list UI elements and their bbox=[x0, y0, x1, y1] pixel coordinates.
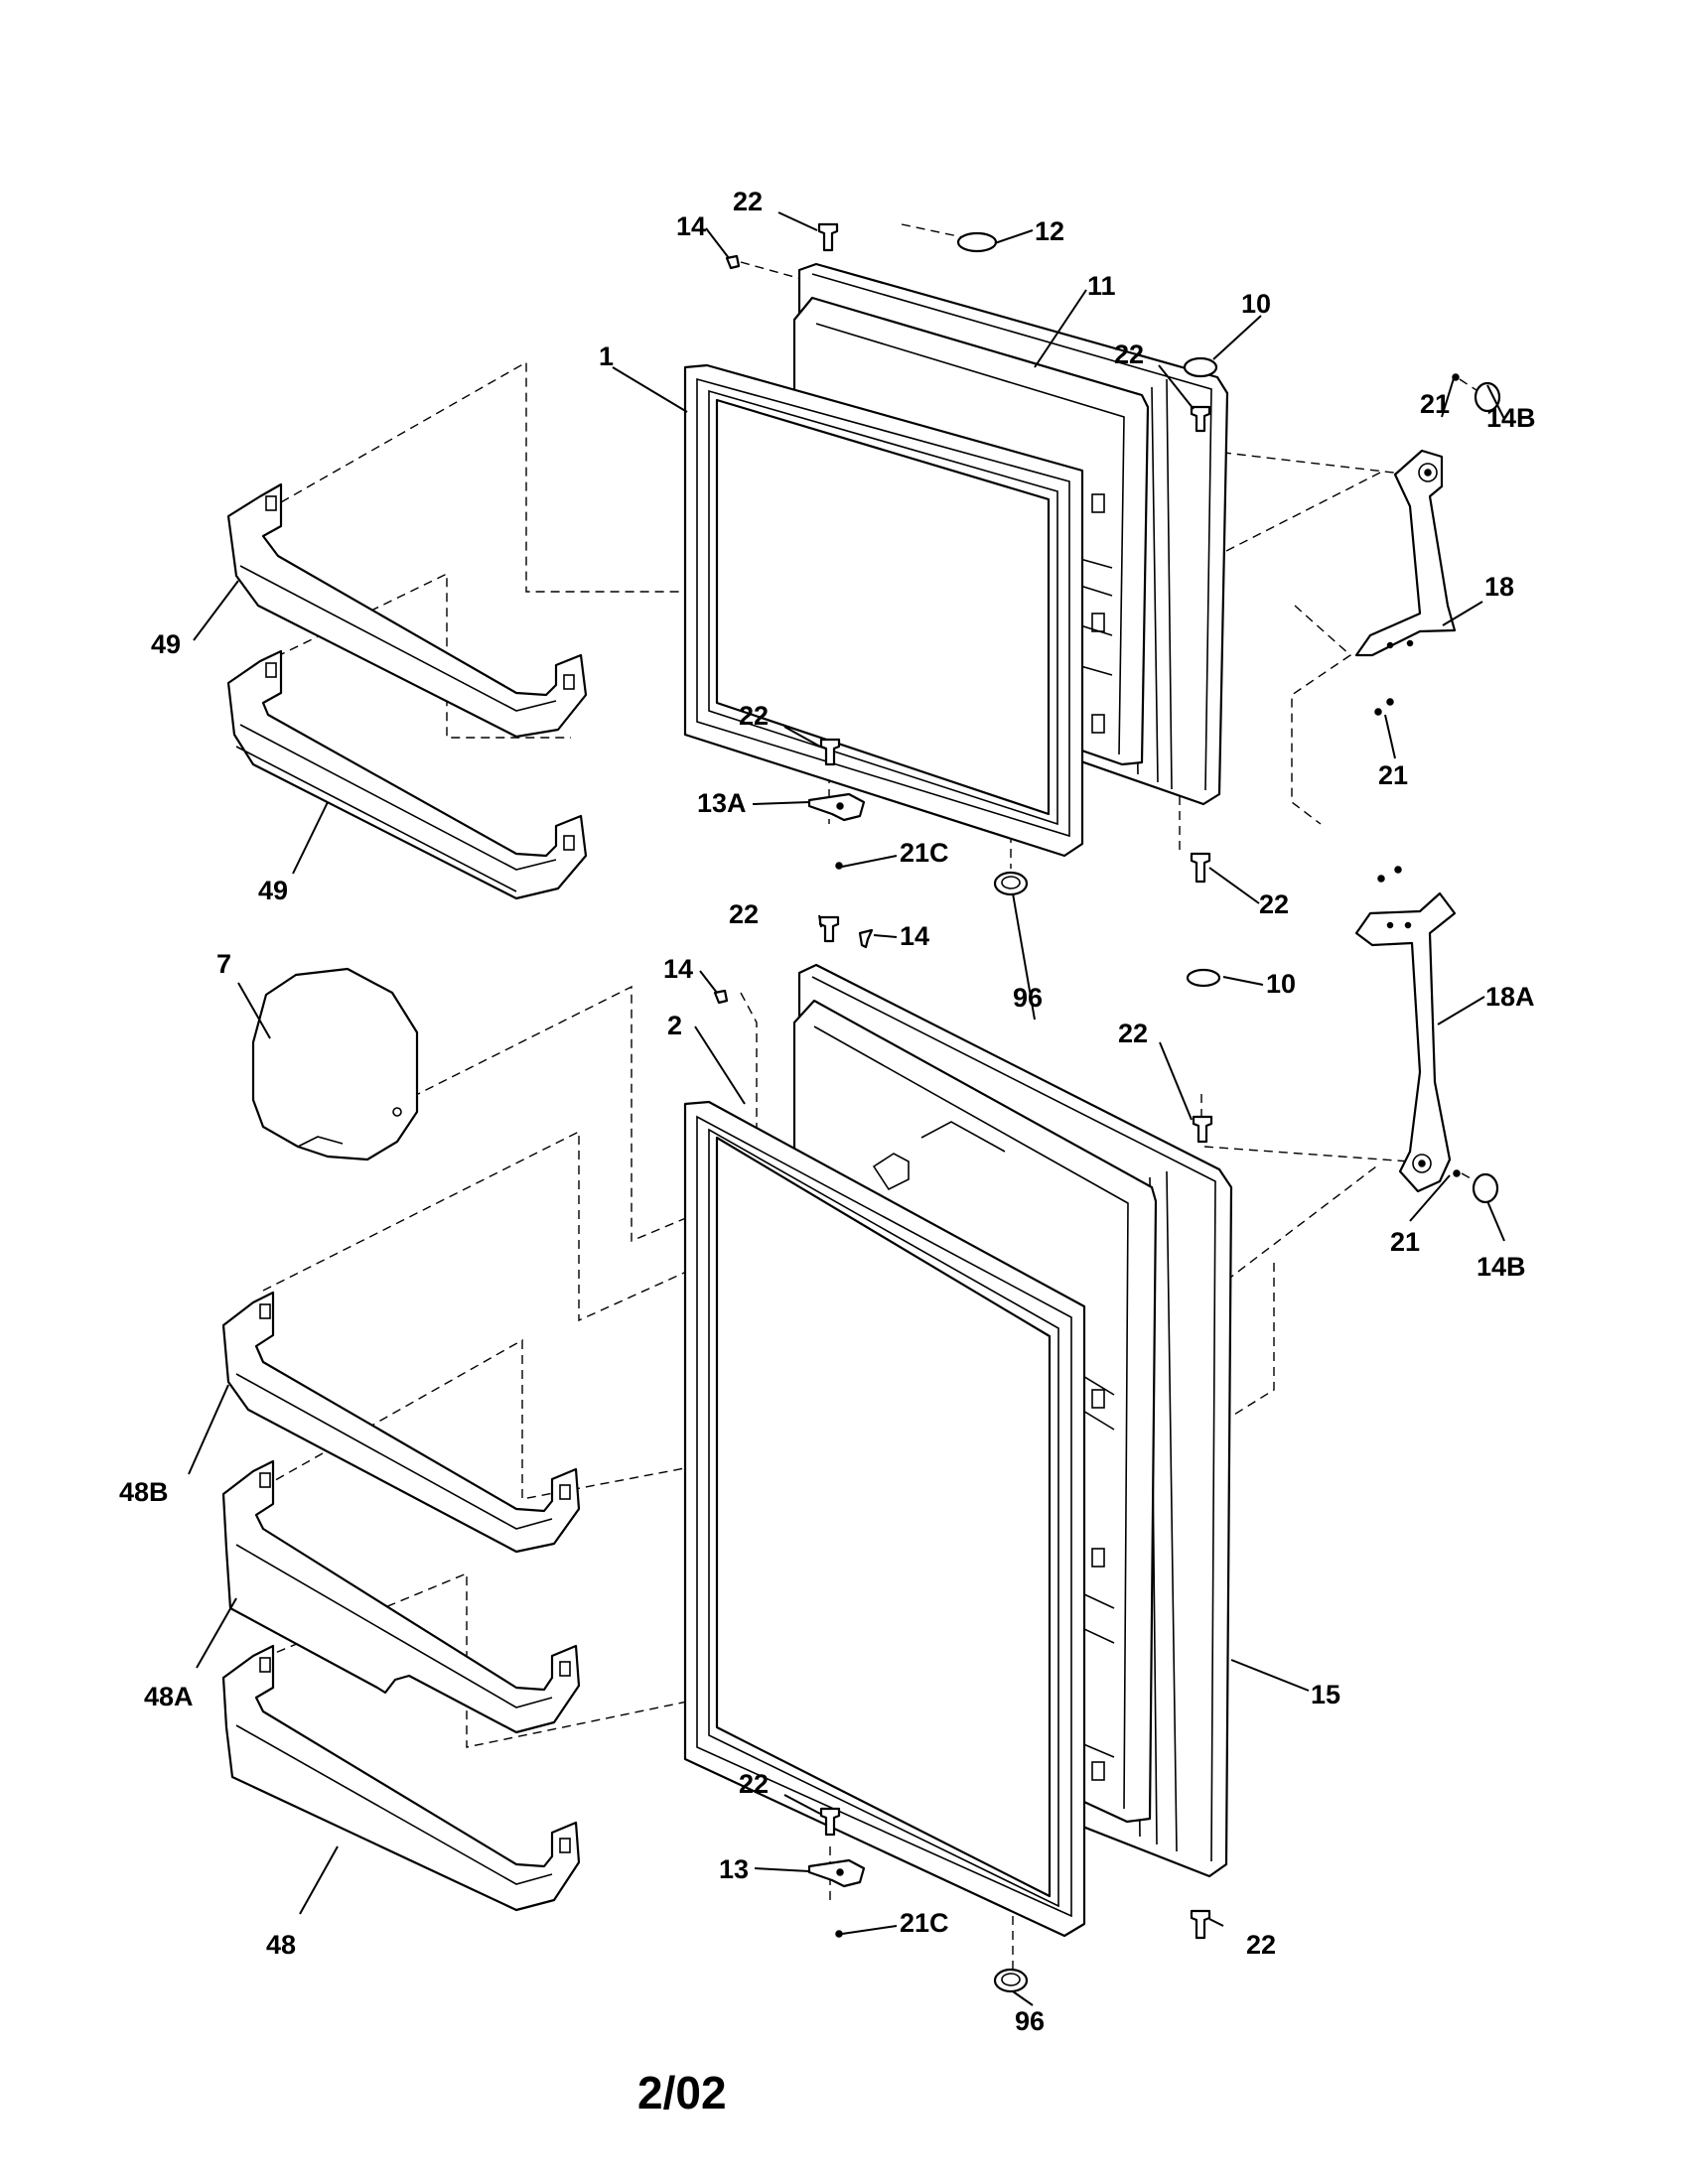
screw-14-mid bbox=[858, 928, 874, 949]
label-14b: 14B bbox=[1486, 403, 1536, 433]
label-12: 12 bbox=[1035, 216, 1064, 246]
label-22: 22 bbox=[739, 701, 769, 731]
cap-14b-lower bbox=[1472, 1172, 1499, 1204]
screw-22-top-hinge bbox=[817, 222, 839, 252]
label-22: 22 bbox=[729, 899, 759, 929]
label-18: 18 bbox=[1484, 572, 1514, 602]
label-18a: 18A bbox=[1485, 982, 1535, 1012]
label-21c: 21C bbox=[900, 1908, 949, 1938]
label-22: 22 bbox=[1246, 1930, 1276, 1960]
handle-18 bbox=[1354, 449, 1457, 657]
screw-22-upper-right bbox=[1190, 405, 1211, 433]
door-shelf-49-lower bbox=[226, 649, 588, 900]
door-shelf-48 bbox=[221, 1644, 581, 1912]
label-13a: 13A bbox=[697, 788, 747, 818]
screw-14-top bbox=[725, 254, 741, 270]
label-22: 22 bbox=[1118, 1019, 1148, 1048]
label-96: 96 bbox=[1013, 983, 1043, 1013]
label-48a: 48A bbox=[144, 1682, 194, 1711]
label-14b: 14B bbox=[1477, 1252, 1526, 1282]
screw-22-lower-bottom bbox=[819, 1807, 841, 1837]
label-10: 10 bbox=[1266, 969, 1296, 999]
label-21: 21 bbox=[1420, 389, 1450, 419]
label-22: 22 bbox=[733, 187, 763, 216]
label-21: 21 bbox=[1378, 760, 1408, 790]
leader-lines bbox=[188, 211, 1505, 2006]
label-14: 14 bbox=[676, 211, 706, 241]
label-22: 22 bbox=[1259, 889, 1289, 919]
screw-21-lower bbox=[1453, 1169, 1461, 1177]
screw-21-mid-d bbox=[1394, 866, 1402, 874]
screw-22-lower-right bbox=[1192, 1115, 1213, 1144]
dairy-cover-7 bbox=[251, 967, 419, 1161]
plug-12 bbox=[956, 231, 998, 253]
screw-21-mid-c bbox=[1377, 875, 1385, 883]
hinge-13a bbox=[807, 792, 866, 822]
label-49: 49 bbox=[258, 876, 288, 905]
screw-21c-upper bbox=[835, 862, 843, 870]
screw-22-upper-bottom bbox=[819, 738, 841, 766]
door-shelf-48b bbox=[221, 1291, 581, 1554]
screw-14-left bbox=[713, 989, 729, 1005]
label-48b: 48B bbox=[119, 1477, 169, 1507]
washer-96-lower bbox=[993, 1968, 1029, 1993]
date-code: 2/02 bbox=[637, 2067, 727, 2118]
freezer-gasket-1 bbox=[683, 363, 1084, 858]
hinge-13 bbox=[807, 1858, 866, 1888]
label-96: 96 bbox=[1015, 2006, 1045, 2036]
label-14: 14 bbox=[900, 921, 929, 951]
label-2: 2 bbox=[667, 1011, 682, 1040]
label-48: 48 bbox=[266, 1930, 296, 1960]
label-11: 11 bbox=[1087, 271, 1116, 301]
label-10: 10 bbox=[1241, 289, 1271, 319]
washer-96-upper bbox=[993, 871, 1029, 896]
screw-21c-lower bbox=[835, 1930, 843, 1938]
label-49: 49 bbox=[151, 629, 181, 659]
screw-22-lower-right-bottom bbox=[1190, 1909, 1211, 1940]
fresh-food-gasket-2 bbox=[683, 1100, 1086, 1938]
handle-18a bbox=[1354, 891, 1457, 1193]
door-shelf-49-upper bbox=[226, 482, 588, 739]
label-15: 15 bbox=[1311, 1680, 1340, 1709]
label-21: 21 bbox=[1390, 1227, 1420, 1257]
label-14: 14 bbox=[663, 954, 693, 984]
part-labels: 22 14 12 11 10 22 1 21 14B 18 49 49 22 1… bbox=[119, 187, 1536, 2036]
screw-22-upper-right-bottom bbox=[1190, 852, 1211, 884]
door-shelf-48a bbox=[221, 1459, 581, 1734]
screw-21-mid-a bbox=[1374, 708, 1382, 716]
label-13: 13 bbox=[719, 1854, 749, 1884]
cap-14b-upper bbox=[1474, 381, 1501, 413]
screw-21-mid-b bbox=[1386, 698, 1394, 706]
screw-22-mid-hinge bbox=[818, 915, 840, 943]
plug-10-lower bbox=[1186, 968, 1221, 988]
label-7: 7 bbox=[216, 949, 231, 979]
label-21c: 21C bbox=[900, 838, 949, 868]
label-22: 22 bbox=[739, 1769, 769, 1799]
label-22: 22 bbox=[1114, 340, 1144, 369]
plug-10-upper bbox=[1183, 356, 1218, 378]
label-1: 1 bbox=[599, 341, 614, 371]
